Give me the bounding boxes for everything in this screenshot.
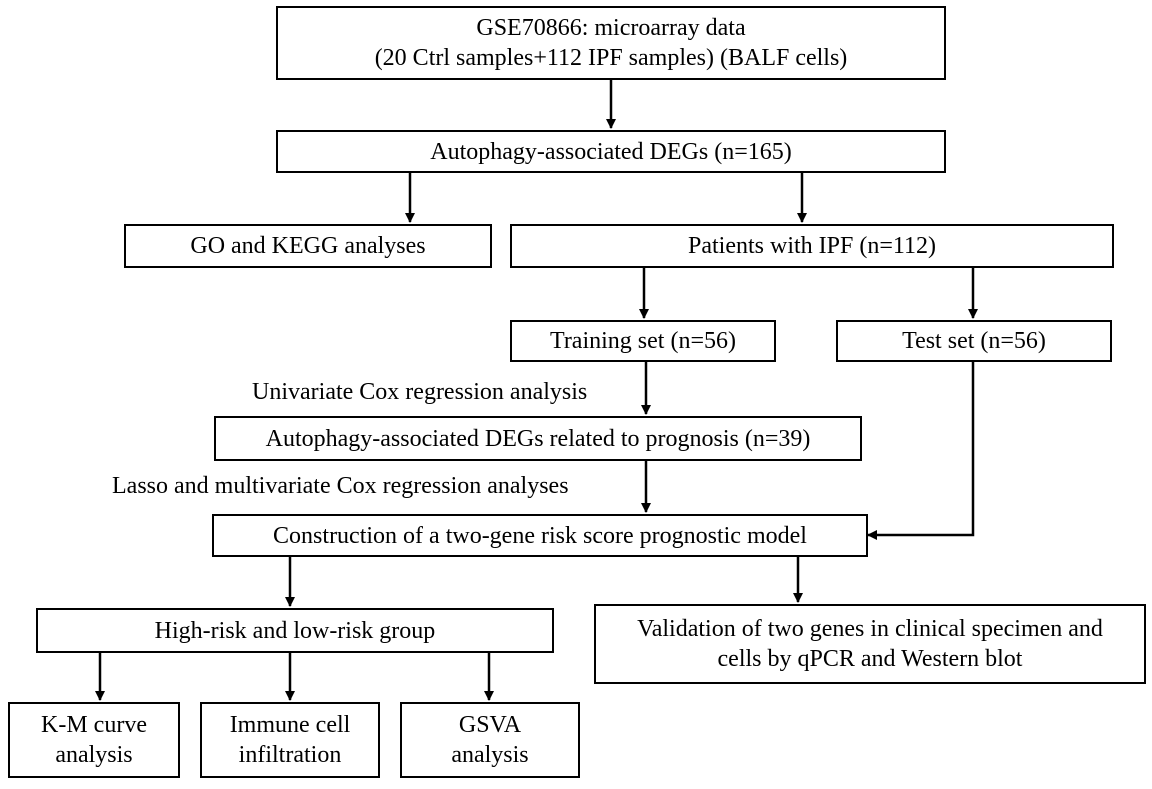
test-set-box: Test set (n=56) xyxy=(836,320,1112,362)
gse70866-line1: GSE70866: microarray data xyxy=(476,15,746,41)
lasso-multivariate-cox-label: Lasso and multivariate Cox regression an… xyxy=(112,473,569,499)
km-curve-line2: analysis xyxy=(55,742,133,768)
arrow-test-to-model xyxy=(867,362,975,540)
validation-line1: Validation of two genes in clinical spec… xyxy=(637,616,1103,642)
validation-box: Validation of two genes in clinical spec… xyxy=(594,604,1146,684)
test-set-label: Test set (n=56) xyxy=(902,328,1046,354)
gse70866-data-box: GSE70866: microarray data (20 Ctrl sampl… xyxy=(276,6,946,80)
autophagy-degs-box: Autophagy-associated DEGs (n=165) xyxy=(276,130,946,173)
immune-cell-infiltration-box: Immune cell infiltration xyxy=(200,702,380,778)
univariate-cox-label: Univariate Cox regression analysis xyxy=(252,379,588,405)
gsva-analysis-box: GSVA analysis xyxy=(400,702,580,778)
validation-line2: cells by qPCR and Western blot xyxy=(717,646,1023,672)
autophagy-degs-label: Autophagy-associated DEGs (n=165) xyxy=(430,138,792,165)
km-curve-line1: K-M curve xyxy=(41,712,147,738)
training-set-label: Training set (n=56) xyxy=(550,328,736,354)
risk-score-model-label: Construction of a two-gene risk score pr… xyxy=(273,522,807,549)
risk-score-model-box: Construction of a two-gene risk score pr… xyxy=(212,514,868,557)
training-set-box: Training set (n=56) xyxy=(510,320,776,362)
patients-ipf-label: Patients with IPF (n=112) xyxy=(688,233,936,259)
gse70866-line2: (20 Ctrl samples+112 IPF samples) (BALF … xyxy=(374,45,848,71)
prognosis-degs-label: Autophagy-associated DEGs related to pro… xyxy=(265,425,811,452)
gsva-line2: analysis xyxy=(451,742,529,768)
go-kegg-analyses-box: GO and KEGG analyses xyxy=(124,224,492,268)
risk-group-box: High-risk and low-risk group xyxy=(36,608,554,653)
km-curve-analysis-box: K-M curve analysis xyxy=(8,702,180,778)
risk-group-label: High-risk and low-risk group xyxy=(154,617,436,644)
immune-cell-line1: Immune cell xyxy=(229,712,351,738)
immune-cell-line2: infiltration xyxy=(238,742,342,768)
go-kegg-analyses-label: GO and KEGG analyses xyxy=(190,233,426,259)
patients-ipf-box: Patients with IPF (n=112) xyxy=(510,224,1114,268)
gsva-line1: GSVA xyxy=(458,712,522,738)
prognosis-degs-box: Autophagy-associated DEGs related to pro… xyxy=(214,416,862,461)
